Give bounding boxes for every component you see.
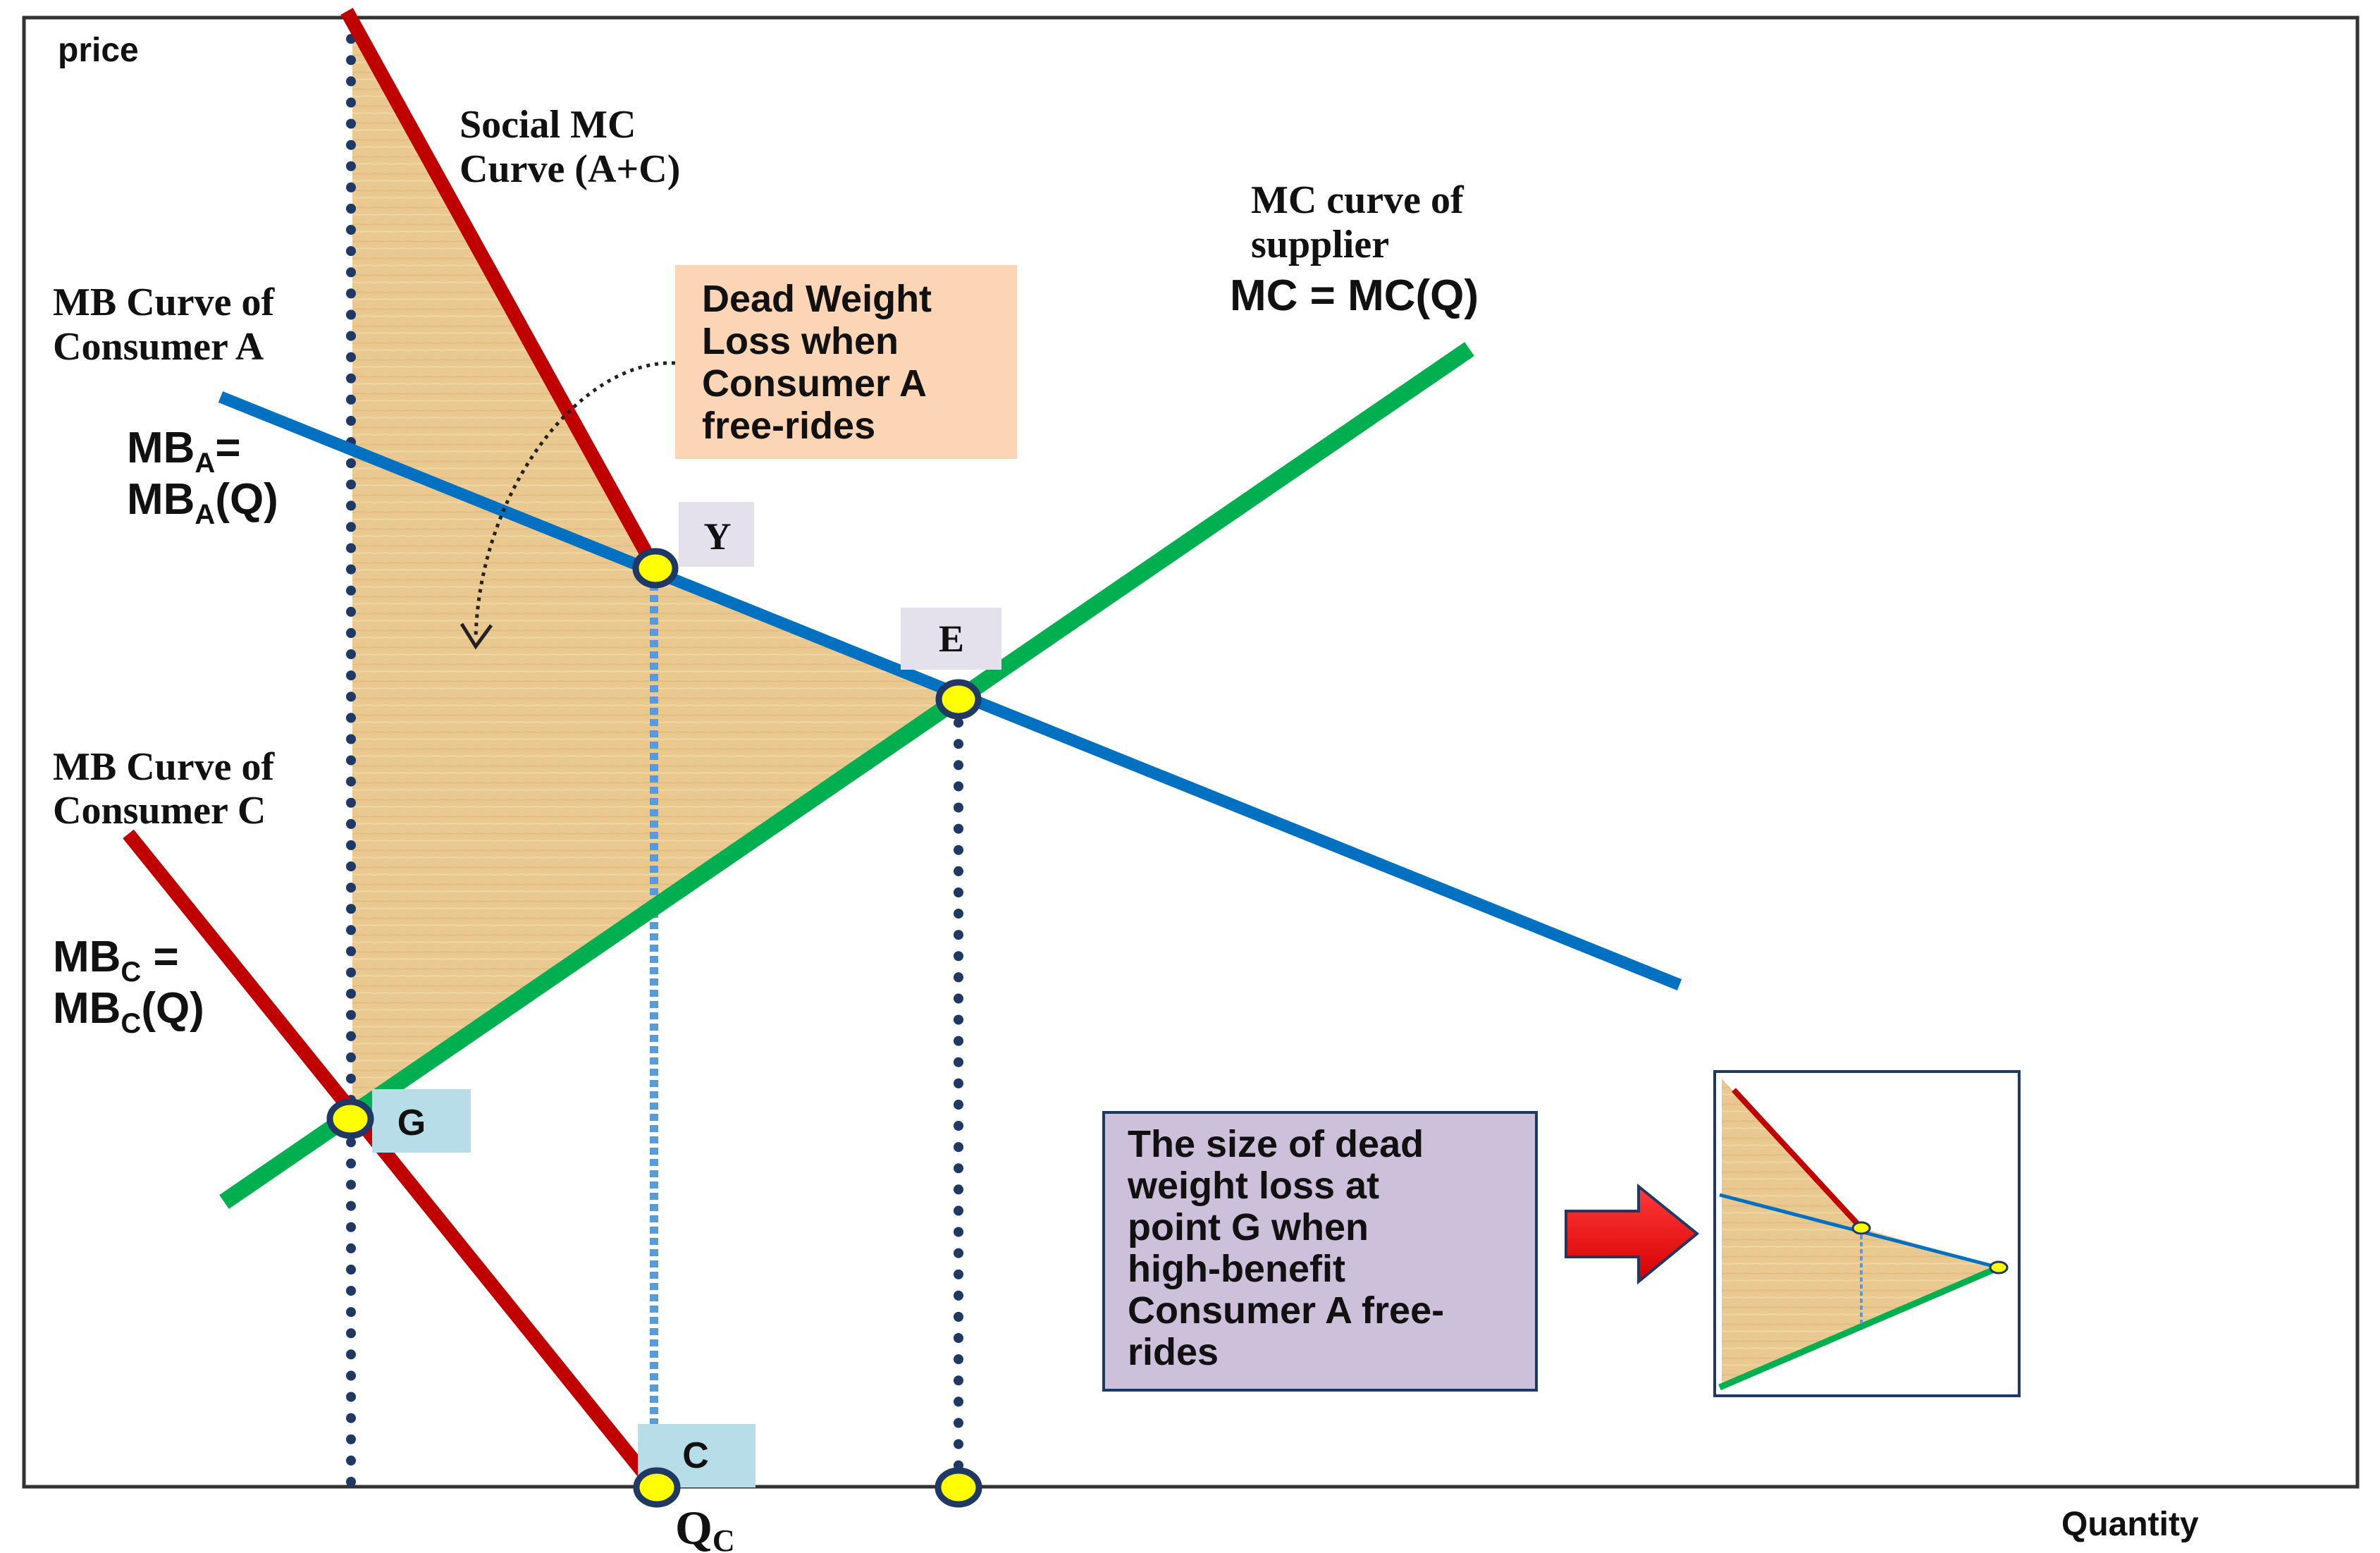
point-y-marker — [632, 548, 679, 589]
mc-supplier-label-line2: supplier — [1251, 223, 1389, 266]
dwl-callout-line2: Loss when — [702, 320, 899, 362]
social-mc-label-line1: Social MC — [460, 103, 636, 147]
dwl-size-callout-line5: Consumer A free- — [1128, 1289, 1444, 1332]
mb-c-equation-line2: MBC(Q) — [53, 984, 204, 1039]
dwl-callout-line1: Dead Weight — [702, 278, 932, 320]
y-axis-label: price — [58, 32, 139, 69]
dwl-size-callout-line6: rides — [1128, 1331, 1219, 1373]
mb-c-equation-line1: MBC = — [53, 933, 179, 988]
right-arrow-icon — [1565, 1183, 1700, 1285]
point-y-label-bg — [679, 502, 754, 567]
dwl-callout-box — [675, 265, 1017, 459]
inset-point-y — [1851, 1221, 1871, 1235]
mb-a-equation-line2: MBA(Q) — [127, 475, 278, 530]
dwl-size-callout-line2: weight loss at — [1127, 1165, 1379, 1207]
dwl-inset-thumbnail — [1713, 1070, 2021, 1397]
point-e-label: E — [939, 618, 964, 660]
social-mc-label-line2: Curve (A+C) — [460, 147, 680, 191]
mb-a-label-line2: Consumer A — [53, 325, 264, 369]
dwl-callout-line3: Consumer A — [702, 362, 927, 405]
dwl-size-callout-line1: The size of dead — [1128, 1123, 1424, 1165]
point-qe-marker — [935, 1467, 982, 1508]
dwl-size-callout-line4: high-benefit — [1128, 1248, 1345, 1290]
point-c-label: C — [682, 1435, 709, 1476]
social-mc-curve — [340, 8, 662, 573]
inset-social-mc — [1732, 1088, 1863, 1230]
mb-a-label-line1: MB Curve of — [53, 281, 276, 324]
dwl-pointer-arrow — [474, 361, 676, 639]
mb-c-label-line2: Consumer C — [53, 789, 266, 833]
point-g-marker — [326, 1098, 374, 1139]
mc-supplier-label-line1: MC curve of — [1251, 178, 1465, 222]
inset-mc-supplier — [1718, 1264, 2000, 1391]
mc-equation-label: MC = MC(Q) — [1230, 271, 1479, 320]
dwl-size-callout-line3: point G when — [1128, 1206, 1369, 1248]
inset-point-e — [1989, 1260, 2009, 1275]
plot-frame — [22, 16, 2360, 1489]
qc-label: QC — [675, 1501, 735, 1553]
point-e-label-bg — [901, 608, 1001, 670]
point-y-label: Y — [704, 515, 732, 558]
mc-supplier-curve — [219, 342, 1474, 1209]
dwl-pointer-arrowhead — [460, 622, 493, 650]
point-qc-marker — [633, 1467, 681, 1508]
dwl-size-callout-box — [1102, 1111, 1538, 1392]
mb-c-label-line1: MB Curve of — [53, 745, 276, 789]
x-axis-label: Quantity — [2061, 1506, 2199, 1543]
point-g-label-bg — [372, 1089, 471, 1153]
point-g-label: G — [397, 1103, 426, 1143]
point-e-marker — [935, 679, 982, 720]
mb-c-curve — [123, 829, 655, 1485]
mb-a-equation-line1: MBA= — [127, 424, 241, 479]
dwl-callout-line4: free-rides — [702, 405, 875, 447]
